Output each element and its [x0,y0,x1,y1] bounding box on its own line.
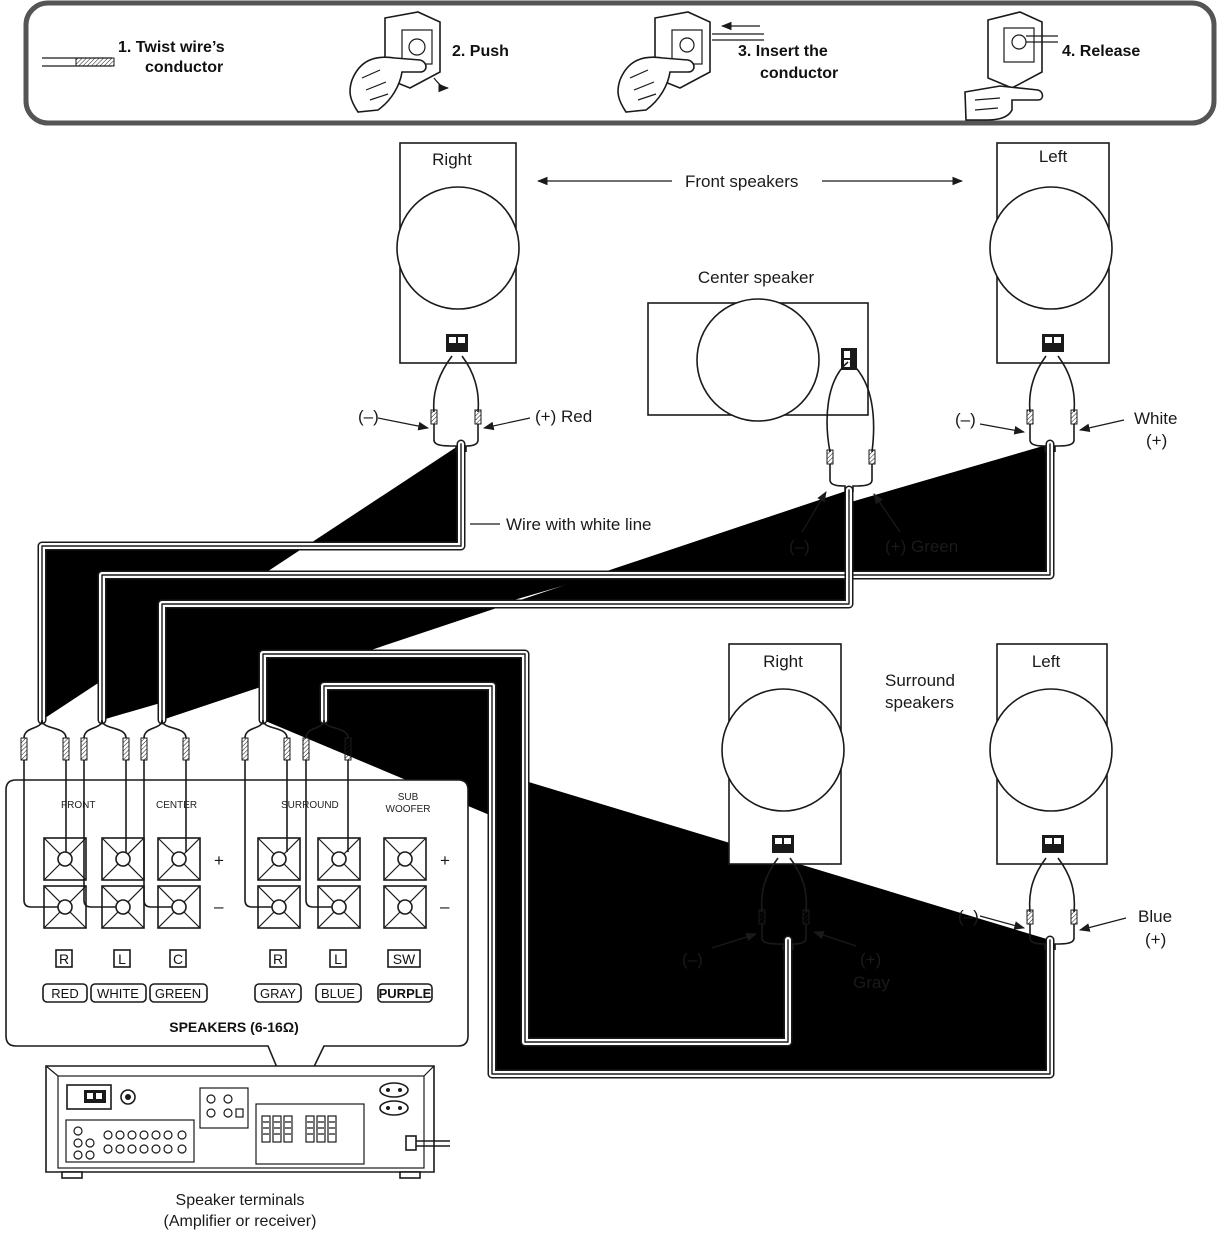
step-1-line1: 1. Twist wire’s [118,39,225,56]
surround-left-minus-label: (–) [958,907,979,926]
channel-subwoofer: SW [393,951,416,967]
insert-conductor-icon [617,11,764,113]
channel-surround-l: L [334,951,342,967]
terminal-surround-r [257,837,301,929]
surround-left-label: Left [1032,652,1061,671]
terminal-front-l [101,837,145,929]
speakers-impedance-title: SPEAKERS (6-16Ω) [169,1019,298,1035]
surround-right-minus-label: (–) [682,950,703,969]
panel-conductor-tips [20,737,352,761]
surround-left-speaker [989,643,1113,865]
wire-note-label: Wire with white line [506,515,652,534]
front-right-plus-label: (+) Red [535,407,592,426]
center-minus-label: (–) [789,537,810,556]
release-terminal-icon [964,11,1058,121]
receiver-caption-2: (Amplifier or receiver) [164,1213,317,1230]
plus-label-2: + [440,851,450,870]
channel-center: C [173,951,183,967]
front-left-plus-label-2: (+) [1146,431,1167,450]
receiver-rear-panel [45,1065,450,1179]
surround-left-plus-label-1: Blue [1138,907,1172,926]
panel-cable-ends [23,719,349,739]
surround-right-label: Right [763,652,803,671]
terminal-center [157,837,201,929]
surround-left-plus-label-2: (+) [1145,930,1166,949]
center-speaker-label: Center speaker [698,268,815,287]
minus-label-2: – [440,897,450,916]
color-tags [42,983,433,1003]
channel-front-l: L [118,951,126,967]
receiver-caption-1: Speaker terminals [176,1192,305,1209]
front-left-speaker [989,142,1113,364]
step-3-line1: 3. Insert the [738,43,828,60]
surround-group-label: SURROUND [281,800,339,811]
surround-right-plus-label-2: Gray [853,973,890,992]
terminal-subwoofer [383,837,427,929]
front-right-speaker [396,142,520,364]
panel-wires [23,760,349,908]
tag-purple: PURPLE [379,986,432,1001]
channel-labels [55,949,421,968]
channel-front-r: R [59,951,69,967]
front-right-label: Right [432,150,472,169]
front-speakers-label: Front speakers [685,172,798,191]
surround-right-speaker [721,643,845,865]
step-4-line1: 4. Release [1062,43,1140,60]
center-group-label: CENTER [156,800,197,811]
plus-label-1: + [214,851,224,870]
step-1-line2: conductor [145,59,223,76]
front-left-label: Left [1039,147,1068,166]
front-group-label: FRONT [61,800,95,811]
tag-gray: GRAY [260,986,296,1001]
center-speaker [647,298,869,422]
front-left-minus-label: (–) [955,410,976,429]
surround-label-2: speakers [885,693,954,712]
twist-wire-icon [42,57,115,67]
front-left-leads [979,355,1125,452]
tag-blue: BLUE [321,986,355,1001]
front-right-leads [377,355,531,452]
surround-left-leads [979,857,1127,950]
center-leads [801,361,901,533]
front-left-plus-label-1: White [1134,409,1177,428]
tag-white: WHITE [97,986,139,1001]
channel-surround-r: R [273,951,283,967]
surround-right-leads [711,857,857,950]
step-2-line1: 2. Push [452,43,509,60]
center-plus-label: (+) Green [885,537,958,556]
sub-label-1: SUB [398,792,419,803]
tag-red: RED [51,986,78,1001]
sub-label-2: WOOFER [386,804,431,815]
step-3-line2: conductor [760,65,838,82]
surround-label-1: Surround [885,671,955,690]
front-right-minus-label: (–) [358,407,379,426]
minus-label-1: – [214,897,224,916]
instruction-bar: 1. Twist wire’s conductor 2. Push 3. Ins… [23,0,1217,126]
push-terminal-icon [349,11,450,113]
terminal-panel-callout [5,779,469,1110]
surround-right-plus-label-1: (+) [860,950,881,969]
tag-green: GREEN [155,986,201,1001]
